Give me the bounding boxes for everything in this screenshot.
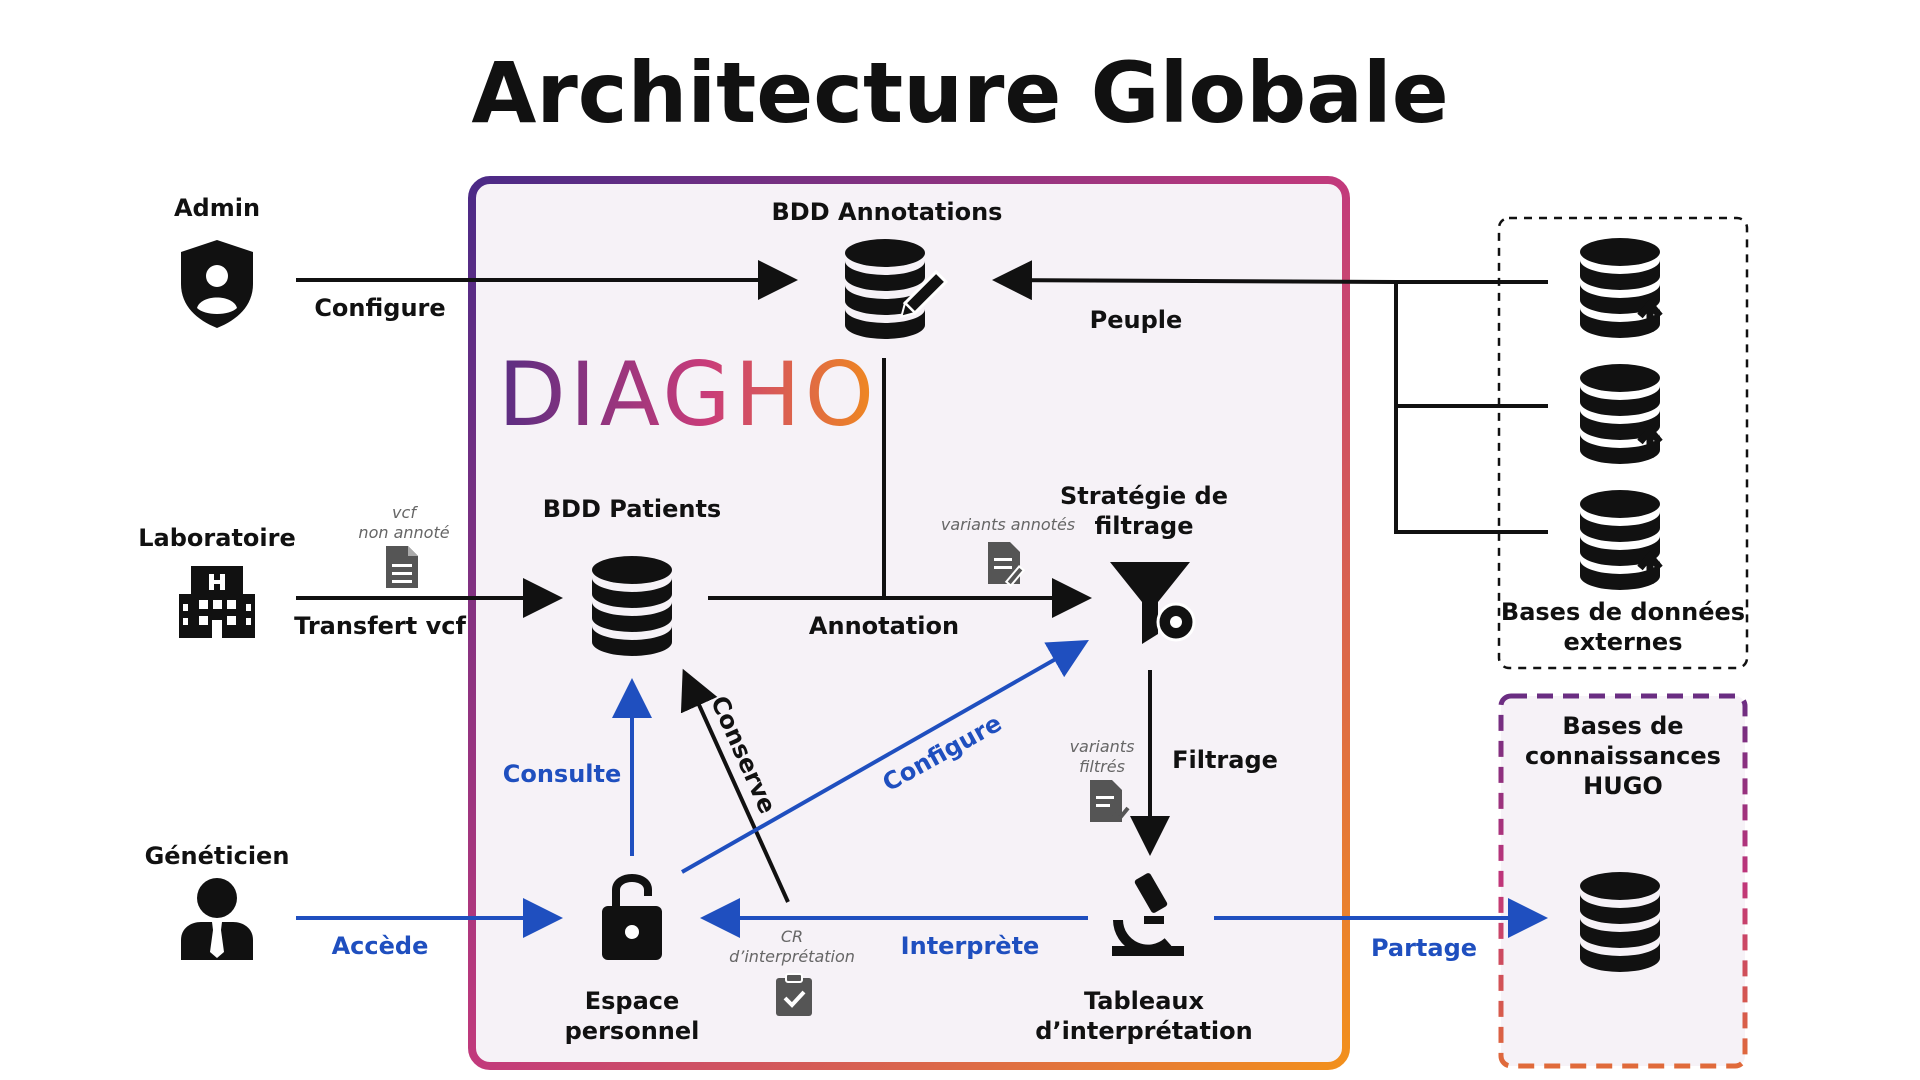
edge-partage-label: Partage (1371, 934, 1477, 962)
microscope-icon (1112, 873, 1184, 956)
cr-label-line2: d’interprétation (729, 947, 855, 966)
tableaux-label-line1: Tableaux (1084, 987, 1204, 1015)
actor-geneticien-label: Généticien (145, 842, 290, 870)
cr-label-line1: CR (781, 927, 803, 946)
bdd-patients-label: BDD Patients (543, 495, 721, 523)
document-edit-icon (988, 542, 1026, 587)
external-database-icon-2 (1580, 364, 1663, 464)
admin-shield-icon (181, 240, 253, 328)
vcf-doc-label-line1: vcf (392, 503, 418, 522)
external-database-icon-3 (1580, 490, 1663, 590)
diagram-title: Architecture Globale (471, 44, 1448, 142)
hugo-label-line1: Bases de (1562, 712, 1683, 740)
lock-icon (602, 874, 662, 960)
edge-peuple-label: Peuple (1090, 306, 1183, 334)
diagho-frame (468, 176, 1350, 1070)
diagho-logo: DIAGHO (498, 343, 878, 446)
edge-conserve (680, 668, 790, 903)
edge-configure-strategie (681, 640, 1089, 874)
bdd-annotations-label: BDD Annotations (772, 198, 1003, 226)
variants-annotes-label: variants annotés (941, 515, 1075, 534)
espace-label-line2: personnel (565, 1017, 700, 1045)
document-icon (386, 546, 418, 588)
espace-label-line1: Espace (585, 987, 680, 1015)
hospital-icon (179, 566, 255, 638)
external-databases-label-line1: Bases de données (1501, 598, 1745, 626)
edge-filtrage-label: Filtrage (1172, 746, 1278, 774)
external-databases-label-line2: externes (1564, 628, 1683, 656)
hugo-label-line3: HUGO (1583, 772, 1663, 800)
edge-consulte-label: Consulte (503, 760, 622, 788)
variants-filtres-line2: filtrés (1079, 757, 1125, 776)
variants-filtres-line1: variants (1070, 737, 1135, 756)
external-databases-box (1497, 216, 1749, 670)
database-edit-icon (845, 239, 949, 339)
edge-accede-label: Accède (332, 932, 429, 960)
edge-peuple (992, 260, 1397, 301)
edge-annotation-label: Annotation (809, 612, 959, 640)
actor-admin-label: Admin (174, 194, 260, 222)
edge-transfert-label: Transfert vcf (294, 612, 466, 640)
hugo-label-line2: connaissances (1525, 742, 1721, 770)
edge-admin-configure-label: Configure (314, 294, 445, 322)
clipboard-check-icon (776, 973, 812, 1016)
external-database-icon-1 (1580, 238, 1663, 338)
tableaux-label-line2: d’interprétation (1035, 1017, 1252, 1045)
document-check-icon (1090, 780, 1130, 822)
vcf-doc-label-line2: non annoté (358, 523, 449, 542)
actor-laboratoire-label: Laboratoire (138, 524, 296, 552)
strategie-label-line2: filtrage (1095, 512, 1194, 540)
edge-interprete-label: Interprète (901, 932, 1040, 960)
person-tie-icon (181, 878, 253, 960)
strategie-label-line1: Stratégie de (1060, 482, 1228, 510)
filter-gear-icon (1110, 562, 1196, 644)
